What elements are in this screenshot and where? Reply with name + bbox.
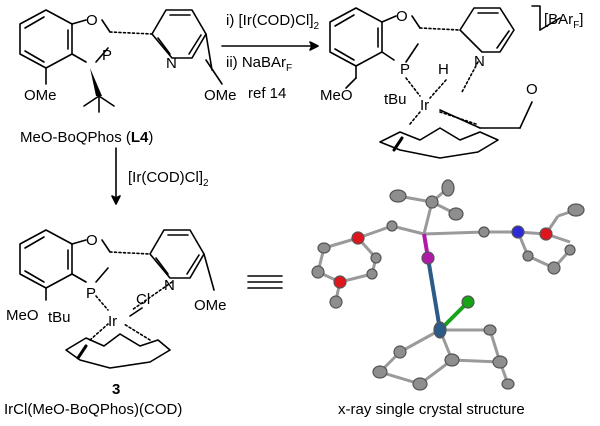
c3-meo-label: MeO bbox=[6, 307, 39, 324]
cation-meo-label: MeO bbox=[320, 87, 353, 104]
cationic-complex-structure bbox=[329, 5, 561, 159]
ligand-number: L4 bbox=[130, 129, 149, 146]
cation-h-label: H bbox=[438, 61, 449, 78]
ligand-caption: MeO-BoQPhos (L4) bbox=[20, 130, 153, 145]
reaction-step2-subscript: F bbox=[286, 63, 293, 74]
reaction-reference: ref 14 bbox=[248, 85, 287, 102]
counterion-subscript: F bbox=[573, 20, 580, 31]
c3-o-label: O bbox=[86, 232, 98, 249]
xray-caption: x-ray single crystal structure bbox=[338, 401, 525, 418]
atom-labels: O P N OMe OMe O P H N O Ir tBu MeO O P N… bbox=[6, 8, 538, 330]
cation-o2-label: O bbox=[526, 81, 538, 98]
reaction-step2: ii) NaBArF bbox=[226, 55, 292, 74]
ligand-ome-left: OMe bbox=[24, 87, 57, 104]
c3-ome-label: OMe bbox=[194, 297, 227, 314]
reaction-down-subscript: 2 bbox=[203, 178, 209, 189]
c3-ir-label: Ir bbox=[108, 313, 117, 330]
c3-n-label: N bbox=[164, 277, 175, 294]
reaction-step2-text: ii) NaBAr bbox=[226, 54, 287, 71]
counterion-prefix: [BAr bbox=[544, 11, 574, 28]
complex3-formula: IrCl(MeO-BoQPhos)(COD) bbox=[4, 401, 183, 418]
ligand-p-label: P bbox=[102, 47, 112, 64]
cation-ir-label: Ir bbox=[420, 97, 429, 114]
xray-structure bbox=[311, 179, 585, 391]
reaction-arrow-right bbox=[221, 41, 319, 51]
ligand-structure bbox=[19, 9, 223, 113]
reaction-step1-subscript: 2 bbox=[313, 21, 320, 32]
reaction-down-reagent: [Ir(COD)Cl]2 bbox=[128, 170, 209, 189]
reaction-arrow-down bbox=[111, 147, 121, 205]
reaction-step1-text: i) [Ir(COD)Cl] bbox=[226, 12, 314, 29]
c3-tbu-label: tBu bbox=[48, 309, 71, 326]
reaction-down-text: [Ir(COD)Cl] bbox=[128, 169, 203, 186]
counterion-label: [BArF] bbox=[544, 12, 583, 31]
ligand-name: MeO-BoQPhos ( bbox=[20, 129, 131, 146]
reaction-step1: i) [Ir(COD)Cl]2 bbox=[226, 13, 319, 32]
counterion-suffix: ] bbox=[579, 11, 584, 28]
ligand-caption-close: ) bbox=[148, 129, 154, 146]
cation-o-label: O bbox=[396, 8, 408, 25]
cation-tbu-label: tBu bbox=[384, 91, 407, 108]
ligand-ome-right: OMe bbox=[204, 87, 237, 104]
complex3-number: 3 bbox=[112, 381, 121, 398]
complex3-structure bbox=[19, 229, 215, 369]
cation-n-label: N bbox=[474, 53, 485, 70]
c3-cl-label: Cl bbox=[136, 291, 150, 308]
identity-symbol bbox=[247, 275, 283, 289]
cation-p-label: P bbox=[400, 61, 410, 78]
c3-p-label: P bbox=[86, 285, 96, 302]
ligand-n-label: N bbox=[166, 55, 177, 72]
ligand-o-label: O bbox=[86, 12, 98, 29]
